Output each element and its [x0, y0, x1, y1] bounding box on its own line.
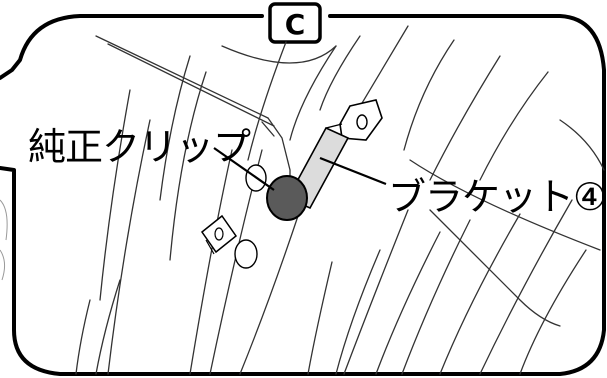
body-panel-lines	[75, 25, 605, 375]
outside-sketch-lines	[0, 199, 8, 281]
bracket-label: ブラケット④	[388, 175, 607, 219]
bracket-leader-line	[319, 156, 387, 186]
section-badge-box	[268, 2, 322, 44]
panel-hole-lower	[234, 239, 258, 269]
section-label: C	[284, 8, 306, 41]
square-tab	[200, 214, 238, 255]
callout-frame	[0, 14, 606, 376]
clip-leader-line	[213, 147, 275, 191]
clip-label: 純正クリップ	[28, 125, 251, 169]
clip-part	[266, 175, 308, 221]
